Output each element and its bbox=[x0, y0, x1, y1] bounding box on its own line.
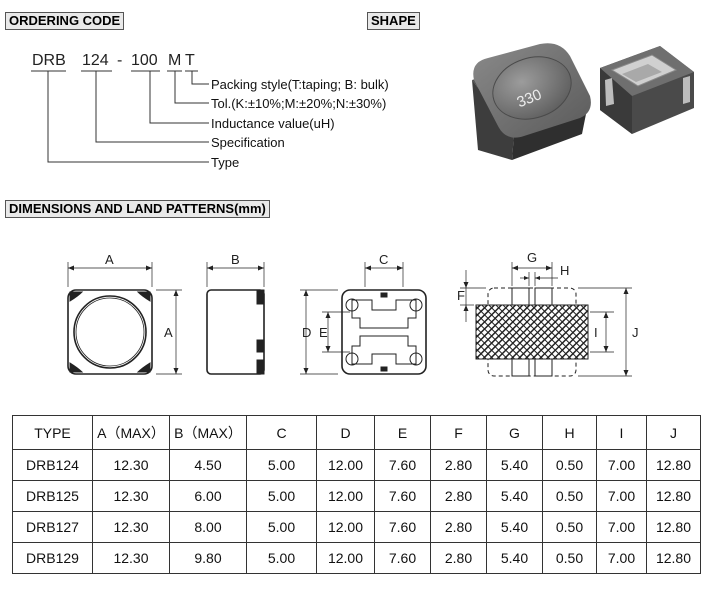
inductor-photo-top: 330 bbox=[472, 43, 591, 160]
table-header: B（MAX） bbox=[169, 415, 247, 450]
table-header: A（MAX） bbox=[92, 415, 170, 450]
table-cell: 12.00 bbox=[316, 542, 375, 574]
table-cell: 7.00 bbox=[596, 542, 647, 574]
table-row: DRB129 12.30 9.80 5.00 12.00 7.60 2.80 5… bbox=[12, 542, 701, 574]
table-header: H bbox=[542, 415, 597, 450]
table-header: TYPE bbox=[12, 415, 93, 450]
table-cell: 12.30 bbox=[92, 542, 170, 574]
land-pattern-drawing bbox=[460, 262, 632, 377]
table-cell: 12.30 bbox=[92, 449, 170, 481]
table-cell: 0.50 bbox=[542, 542, 597, 574]
table-cell: 8.00 bbox=[169, 511, 247, 543]
table-header: D bbox=[316, 415, 375, 450]
table-row: DRB124 12.30 4.50 5.00 12.00 7.60 2.80 5… bbox=[12, 449, 701, 481]
table-cell: 7.60 bbox=[374, 449, 431, 481]
table-cell: 5.40 bbox=[486, 480, 543, 512]
table-header: I bbox=[596, 415, 647, 450]
table-cell: 2.80 bbox=[430, 511, 487, 543]
dimensions-heading: DIMENSIONS AND LAND PATTERNS(mm) bbox=[5, 200, 270, 218]
table-cell: 7.00 bbox=[596, 449, 647, 481]
table-cell: 12.80 bbox=[646, 449, 701, 481]
legend-packing-style: Packing style(T:taping; B: bulk) bbox=[211, 77, 389, 92]
table-cell: 5.00 bbox=[246, 511, 317, 543]
ordering-code-heading: ORDERING CODE bbox=[5, 12, 125, 30]
table-cell: 0.50 bbox=[542, 480, 597, 512]
table-cell: 5.40 bbox=[486, 449, 543, 481]
top-view-drawing bbox=[67, 262, 182, 375]
table-row: DRB125 12.30 6.00 5.00 12.00 7.60 2.80 5… bbox=[12, 480, 701, 512]
legend-type: Type bbox=[211, 155, 240, 170]
table-cell: 12.80 bbox=[646, 511, 701, 543]
table-cell: 5.00 bbox=[246, 449, 317, 481]
legend-specification: Specification bbox=[211, 135, 285, 150]
table-cell: 12.00 bbox=[316, 480, 375, 512]
table-header-row: TYPE A（MAX） B（MAX） C D E F G H I J bbox=[12, 415, 701, 450]
table-cell: 7.60 bbox=[374, 480, 431, 512]
table-cell: 9.80 bbox=[169, 542, 247, 574]
table-cell: 12.80 bbox=[646, 542, 701, 574]
code-part-tolerance: M bbox=[168, 52, 182, 69]
code-part-dash: - bbox=[117, 52, 123, 69]
table-cell: 6.00 bbox=[169, 480, 247, 512]
legend-tolerance: Tol.(K:±10%;M:±20%;N:±30%) bbox=[211, 96, 387, 111]
dim-label-h: H bbox=[560, 263, 569, 278]
table-row: DRB127 12.30 8.00 5.00 12.00 7.60 2.80 5… bbox=[12, 511, 701, 543]
code-part-type: DRB bbox=[32, 52, 66, 69]
table-cell: 0.50 bbox=[542, 449, 597, 481]
dim-label-a-top: A bbox=[105, 252, 114, 267]
dimension-table: TYPE A（MAX） B（MAX） C D E F G H I J DRB12… bbox=[12, 415, 701, 574]
table-cell: 7.00 bbox=[596, 511, 647, 543]
table-cell: 12.00 bbox=[316, 449, 375, 481]
table-header: J bbox=[646, 415, 701, 450]
dim-label-d: D bbox=[302, 325, 311, 340]
table-cell: 12.30 bbox=[92, 511, 170, 543]
inductor-photo-side bbox=[600, 46, 694, 134]
table-header: E bbox=[374, 415, 431, 450]
table-cell: DRB127 bbox=[12, 511, 93, 543]
table-cell: 7.60 bbox=[374, 511, 431, 543]
table-cell: DRB124 bbox=[12, 449, 93, 481]
table-cell: 2.80 bbox=[430, 542, 487, 574]
dim-label-f: F bbox=[457, 288, 465, 303]
dim-label-g: G bbox=[527, 250, 537, 265]
table-header: F bbox=[430, 415, 487, 450]
dim-label-c: C bbox=[379, 252, 388, 267]
table-cell: 5.40 bbox=[486, 511, 543, 543]
legend-inductance: Inductance value(uH) bbox=[211, 116, 335, 131]
dim-label-e: E bbox=[319, 325, 328, 340]
table-cell: 0.50 bbox=[542, 511, 597, 543]
table-header: C bbox=[246, 415, 317, 450]
table-cell: 2.80 bbox=[430, 480, 487, 512]
table-cell: 12.30 bbox=[92, 480, 170, 512]
table-cell: 5.00 bbox=[246, 480, 317, 512]
code-part-packing: T bbox=[185, 52, 195, 69]
table-cell: 4.50 bbox=[169, 449, 247, 481]
shape-heading: SHAPE bbox=[367, 12, 420, 30]
table-cell: DRB129 bbox=[12, 542, 93, 574]
table-cell: 5.40 bbox=[486, 542, 543, 574]
dim-label-a-side: A bbox=[164, 325, 173, 340]
code-part-specification: 124 bbox=[82, 52, 109, 69]
dim-label-b: B bbox=[231, 252, 240, 267]
table-cell: DRB125 bbox=[12, 480, 93, 512]
table-cell: 5.00 bbox=[246, 542, 317, 574]
table-header: G bbox=[486, 415, 543, 450]
side-view-drawing bbox=[206, 262, 265, 375]
table-cell: 2.80 bbox=[430, 449, 487, 481]
code-part-inductance: 100 bbox=[131, 52, 158, 69]
table-cell: 7.60 bbox=[374, 542, 431, 574]
table-cell: 7.00 bbox=[596, 480, 647, 512]
table-cell: 12.00 bbox=[316, 511, 375, 543]
dim-label-i: I bbox=[594, 325, 598, 340]
bottom-view-drawing bbox=[300, 262, 427, 375]
dim-label-j: J bbox=[632, 325, 639, 340]
table-cell: 12.80 bbox=[646, 480, 701, 512]
